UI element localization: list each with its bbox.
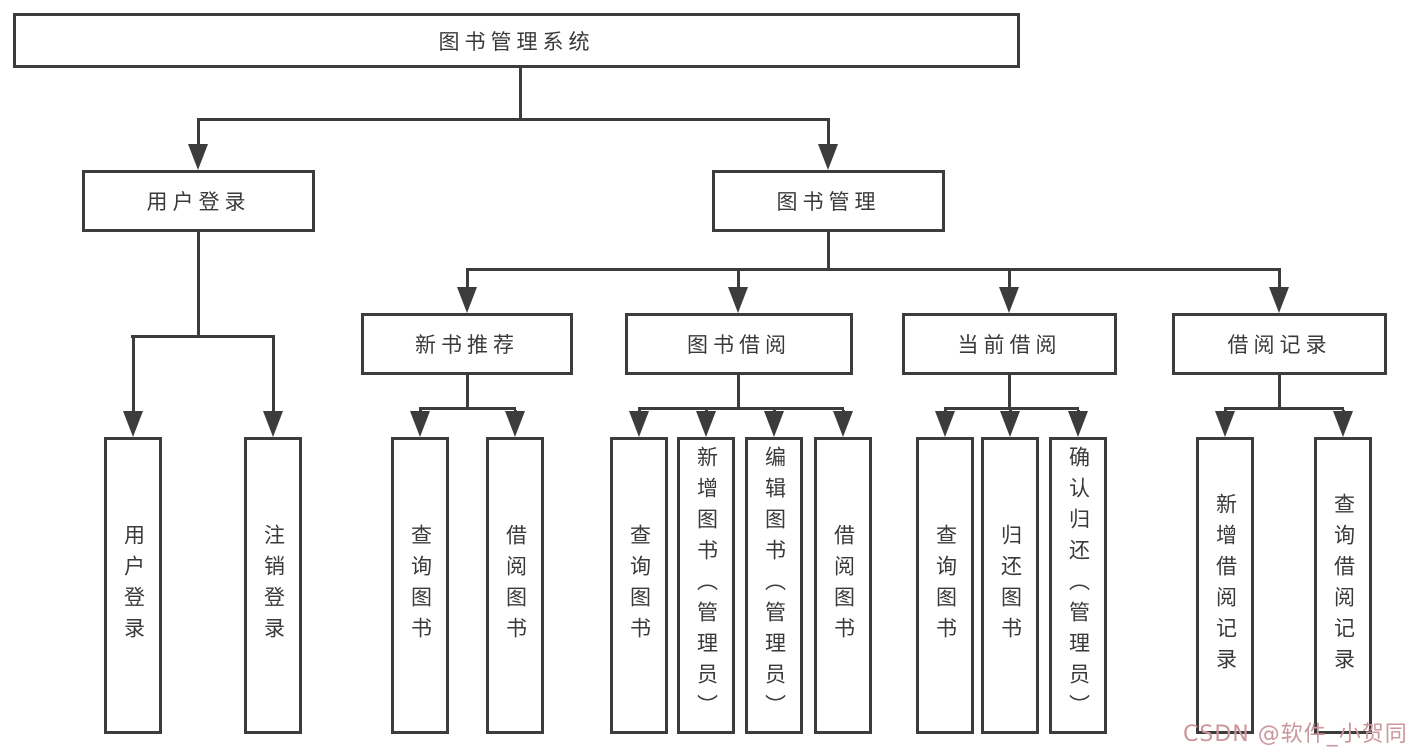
leaf-newbooks-borrow-books: 借阅图书 [486, 437, 544, 734]
leaf-label: 查询图书 [408, 523, 433, 648]
leaf-logout-login: 注销登录 [244, 437, 302, 734]
leaf-current-return-books: 归还图书 [981, 437, 1039, 734]
connector-line [1008, 375, 1011, 407]
leaf-label: 借阅图书 [831, 523, 856, 648]
arrow-down [123, 411, 143, 437]
connector-line [132, 338, 135, 411]
connector-line [197, 121, 200, 146]
leaf-records-query-borrow-record: 查询借阅记录 [1314, 437, 1372, 734]
arrow-down [410, 411, 430, 437]
arrow-down [1000, 411, 1020, 437]
arrow-down [999, 287, 1019, 313]
connector-line [419, 407, 516, 410]
leaf-label: 查询借阅记录 [1331, 492, 1356, 679]
connector-line [466, 271, 469, 289]
node-label: 图书管理 [776, 190, 881, 214]
leaf-label: 新增图书（管理员） [694, 446, 719, 725]
leaf-borrowing-add-books-admin: 新增图书（管理员） [677, 437, 735, 734]
connector-line [1008, 271, 1011, 289]
arrow-down [728, 287, 748, 313]
arrow-down [505, 411, 525, 437]
node-label: 新书推荐 [415, 333, 519, 357]
node-book-management-system: 图书管理系统 [13, 13, 1020, 68]
connector-line [466, 268, 1281, 271]
connector-line [131, 335, 275, 338]
arrow-down [629, 411, 649, 437]
connector-line [197, 118, 830, 121]
connector-line [197, 232, 200, 335]
node-book-borrowing: 图书借阅 [625, 313, 853, 375]
leaf-label: 借阅图书 [503, 523, 528, 648]
leaf-current-query-books: 查询图书 [916, 437, 974, 734]
connector-line [1278, 271, 1281, 289]
connector-line [272, 338, 275, 411]
leaf-label: 确认归还（管理员） [1066, 446, 1091, 725]
leaf-label: 新增借阅记录 [1213, 492, 1238, 679]
leaf-label: 用户登录 [121, 523, 146, 648]
connector-line [1278, 375, 1281, 407]
connector-line [638, 407, 844, 410]
arrow-down [1333, 411, 1353, 437]
leaf-borrowing-borrow-books: 借阅图书 [814, 437, 872, 734]
leaf-current-confirm-return-admin: 确认归还（管理员） [1049, 437, 1107, 734]
leaf-borrowing-edit-books-admin: 编辑图书（管理员） [745, 437, 803, 734]
connector-line [827, 121, 830, 146]
node-book-management: 图书管理 [712, 170, 945, 232]
arrow-down [818, 144, 838, 170]
arrow-down [764, 411, 784, 437]
node-new-book-recommend: 新书推荐 [361, 313, 573, 375]
arrow-down [263, 411, 283, 437]
connector-line [466, 375, 469, 407]
node-label: 用户登录 [146, 190, 251, 214]
connector-line [737, 271, 740, 289]
arrow-down [1068, 411, 1088, 437]
node-user-login: 用户登录 [82, 170, 315, 232]
node-label: 图书借阅 [687, 333, 791, 357]
arrow-down [833, 411, 853, 437]
arrow-down [1215, 411, 1235, 437]
node-current-borrowing: 当前借阅 [902, 313, 1117, 375]
arrow-down [188, 144, 208, 170]
node-label: 借阅记录 [1227, 333, 1332, 357]
arrow-down [935, 411, 955, 437]
connector-line [1224, 407, 1344, 410]
connector-line [827, 232, 830, 268]
arrow-down [696, 411, 716, 437]
connector-line [519, 68, 522, 121]
node-borrow-records: 借阅记录 [1172, 313, 1387, 375]
node-label: 图书管理系统 [438, 29, 595, 54]
connector-line [737, 375, 740, 407]
leaf-borrowing-query-books: 查询图书 [610, 437, 668, 734]
watermark: CSDN @软件_小贺同学 [1183, 722, 1405, 747]
leaf-label: 注销登录 [261, 523, 286, 648]
leaf-records-add-borrow-record: 新增借阅记录 [1196, 437, 1254, 734]
connector-line [944, 407, 1079, 410]
arrow-down [1269, 287, 1289, 313]
leaf-label: 查询图书 [627, 523, 652, 648]
leaf-newbooks-query-books: 查询图书 [391, 437, 449, 734]
leaf-label: 归还图书 [998, 523, 1023, 648]
leaf-user-login: 用户登录 [104, 437, 162, 734]
node-label: 当前借阅 [957, 333, 1062, 357]
leaf-label: 编辑图书（管理员） [762, 446, 787, 725]
arrow-down [457, 287, 477, 313]
leaf-label: 查询图书 [933, 523, 958, 648]
